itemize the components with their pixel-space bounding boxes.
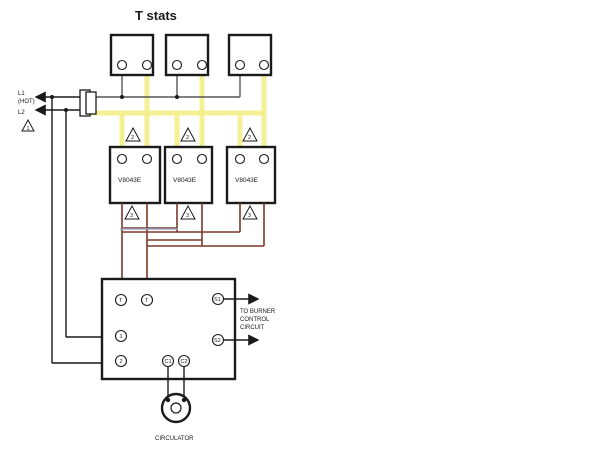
terminal-t1-label: T (119, 298, 123, 304)
svg-text:2: 2 (131, 135, 134, 141)
l1-label: L1 (18, 91, 25, 97)
junction-dot (175, 95, 179, 99)
svg-text:1: 1 (27, 126, 30, 132)
terminal-1-label: 1 (120, 334, 123, 340)
valve-1-top-marker: 2 (125, 126, 141, 142)
svg-text:2: 2 (248, 135, 251, 141)
valve-2: V8043E (163, 145, 214, 205)
svg-text:2: 2 (186, 135, 189, 141)
valve-3-label: V8043E (235, 177, 259, 184)
valve-1-label: V8043E (118, 177, 142, 184)
svg-text:3: 3 (130, 213, 133, 219)
thermostat-2 (164, 33, 210, 77)
valve-1: V8043E (108, 145, 162, 205)
terminal-c2-label: C2 (181, 359, 188, 365)
valve-2-label: V8043E (173, 177, 197, 184)
supply-lines (34, 70, 241, 364)
thermostat-1 (109, 33, 155, 77)
junction-dot (120, 95, 124, 99)
junction-dot (64, 108, 68, 112)
diagram-title: T stats (135, 8, 177, 23)
burner-text-line-2: CONTROL (240, 317, 270, 323)
valve-3-top-marker: 2 (242, 126, 258, 142)
burner-text-line-3: CIRCUIT (240, 325, 265, 331)
thermostat-3 (227, 33, 273, 77)
terminal-c1-label: C1 (165, 359, 172, 365)
svg-text:3: 3 (186, 213, 189, 219)
transformer-symbol (79, 89, 97, 117)
l2-label: L2 (18, 110, 25, 116)
circulator-label: CIRCULATOR (155, 436, 194, 442)
terminal-s2-label: S2 (214, 338, 221, 344)
valve-1-bottom-marker: 3 (124, 204, 140, 220)
terminal-2-label: 2 (120, 359, 123, 365)
warning-triangle: 1 (21, 118, 35, 132)
hot-label: (HOT) (18, 99, 35, 105)
junction-dot (50, 95, 54, 99)
svg-text:3: 3 (248, 213, 251, 219)
highlight-wires (86, 70, 267, 150)
valve-2-bottom-marker: 3 (180, 204, 196, 220)
terminal-s1-label: S1 (214, 297, 221, 303)
valve-2-top-marker: 2 (180, 126, 196, 142)
valve-3-bottom-marker: 3 (242, 204, 258, 220)
terminal-t2-label: T (145, 298, 149, 304)
burner-text-line-1: TO BURNER (240, 309, 276, 315)
circulator-pump (160, 367, 192, 424)
valve-3: V8043E (225, 145, 277, 205)
controller: T T 1 2 S1 S2 C1 C2 (100, 277, 237, 381)
valve-controller-wires (120, 203, 265, 296)
